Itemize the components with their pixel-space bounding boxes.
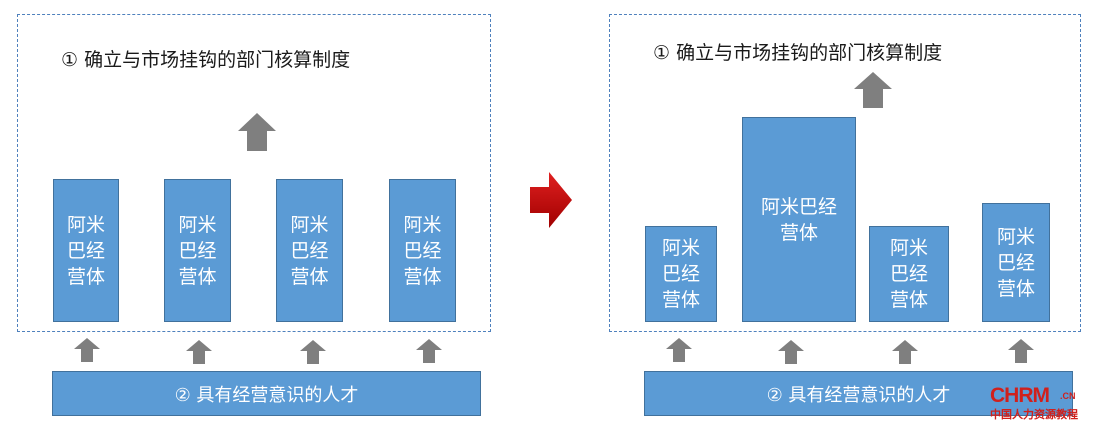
right-base-up-arrow-icon-2 bbox=[778, 340, 804, 364]
left-base-bar: ② 具有经营意识的人才 bbox=[52, 371, 481, 416]
left-unit-3: 阿米巴经营体 bbox=[276, 179, 343, 322]
logo-brand: CHRM bbox=[990, 384, 1050, 407]
left-base-up-arrow-icon-4 bbox=[416, 339, 442, 363]
left-base-up-arrow-icon-3 bbox=[300, 340, 326, 364]
right-unit-1: 阿米巴经营体 bbox=[645, 226, 717, 322]
left-base-up-arrow-icon-2 bbox=[186, 340, 212, 364]
logo-suffix: .CN bbox=[1060, 391, 1076, 401]
right-panel bbox=[609, 14, 1081, 332]
right-top-up-arrow-icon bbox=[854, 72, 892, 108]
left-unit-1: 阿米巴经营体 bbox=[53, 179, 119, 322]
left-panel-title: ① 确立与市场挂钩的部门核算制度 bbox=[61, 49, 351, 71]
right-unit-2-large: 阿米巴经营体 bbox=[742, 117, 856, 322]
logo-tagline: 中国人力资源教程 bbox=[990, 408, 1078, 421]
left-panel bbox=[17, 14, 491, 332]
right-unit-4: 阿米巴经营体 bbox=[982, 203, 1050, 322]
right-base-up-arrow-icon-3 bbox=[892, 340, 918, 364]
right-base-up-arrow-icon-1 bbox=[666, 338, 692, 362]
left-base-up-arrow-icon-1 bbox=[74, 338, 100, 362]
right-unit-3: 阿米巴经营体 bbox=[869, 226, 949, 322]
right-base-up-arrow-icon-4 bbox=[1008, 339, 1034, 363]
chrm-logo: CHRM .CN 中国人力资源教程 bbox=[990, 384, 1094, 424]
right-transition-arrow-icon bbox=[530, 172, 572, 228]
left-top-up-arrow-icon bbox=[238, 113, 276, 151]
right-base-bar: ② 具有经营意识的人才 bbox=[644, 371, 1073, 416]
left-unit-2: 阿米巴经营体 bbox=[164, 179, 231, 322]
right-panel-title: ① 确立与市场挂钩的部门核算制度 bbox=[653, 42, 943, 64]
left-unit-4: 阿米巴经营体 bbox=[389, 179, 456, 322]
